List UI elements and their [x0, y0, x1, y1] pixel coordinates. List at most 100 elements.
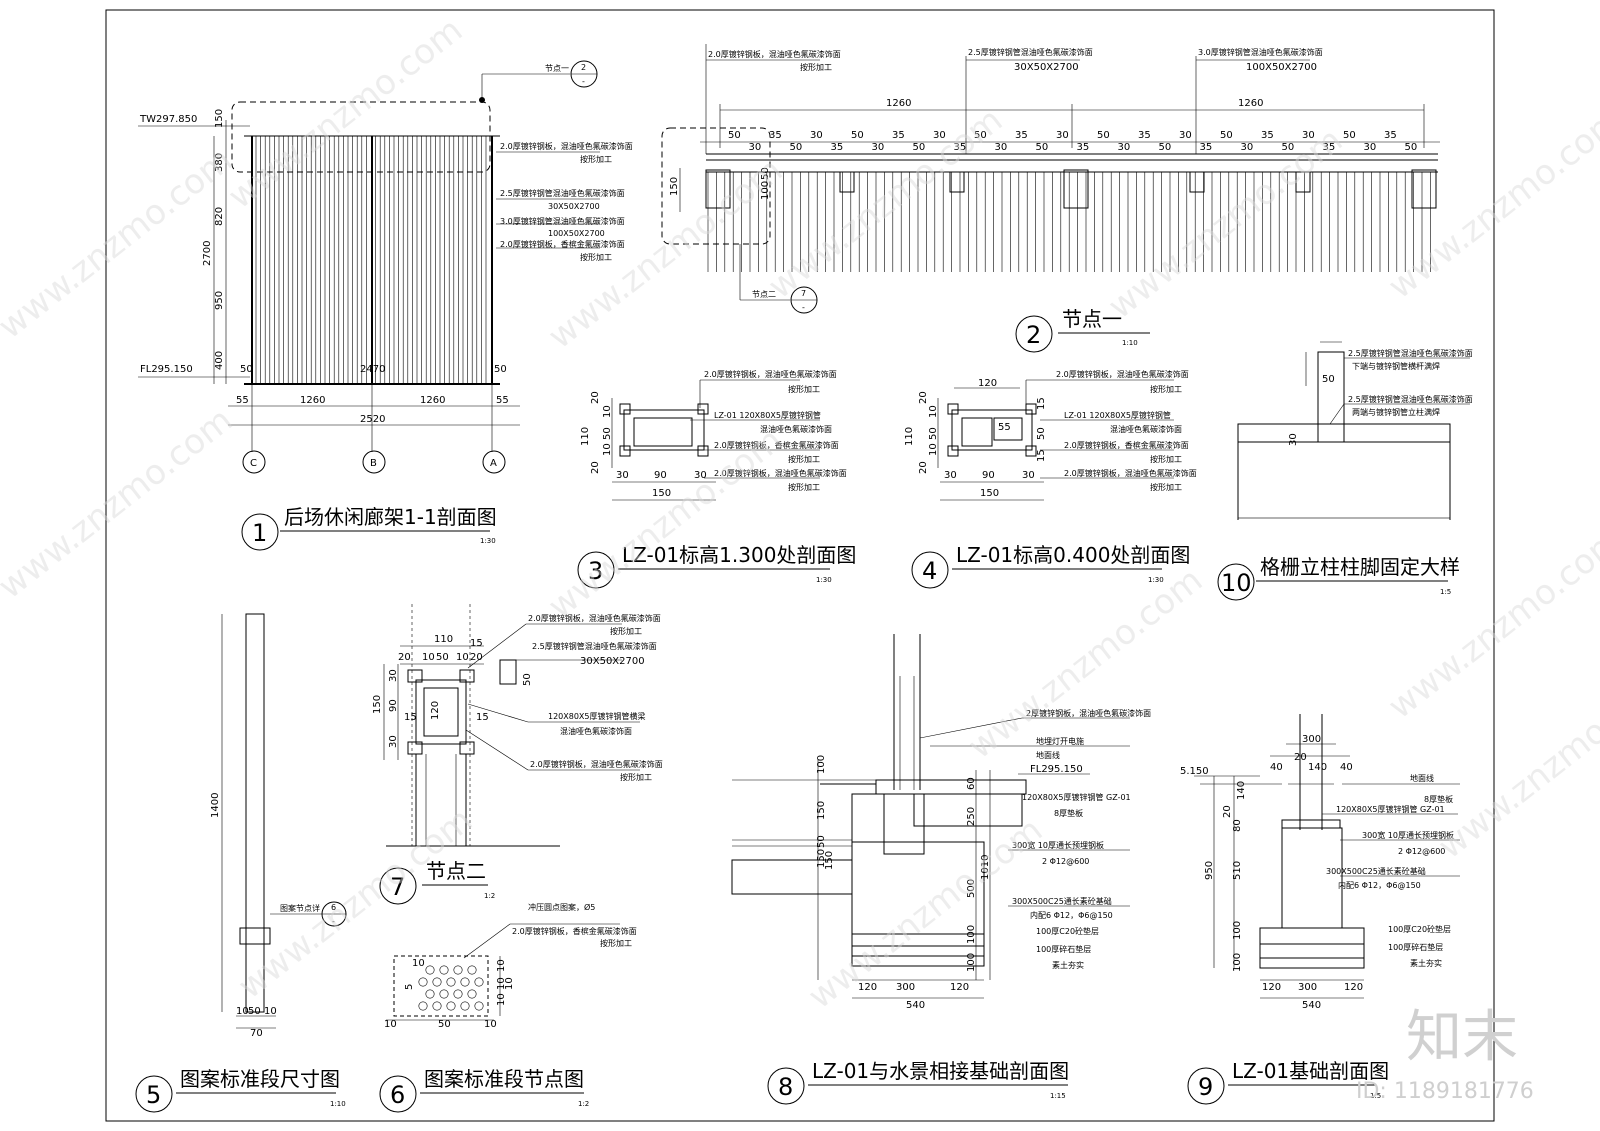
- slat-spacing-dim: 30: [1179, 130, 1192, 141]
- d7-note: 2.0厚镀锌钢板，混油哑色氟碳漆饰面: [528, 613, 661, 623]
- d1-elev-bottom: FL295.150: [140, 364, 193, 375]
- slat-spacing-dim: 30: [749, 142, 762, 153]
- d7-dim-v: 150: [372, 695, 383, 714]
- slat-bracket: [949, 171, 965, 193]
- d5-dim: 10: [236, 1006, 249, 1017]
- d9-elev: 5.150: [1180, 766, 1209, 777]
- d6-title-number: 6: [390, 1081, 405, 1109]
- d7-dim-v: 15: [476, 712, 489, 723]
- punched-dot: [474, 1001, 484, 1011]
- d9-dim-h: 300: [1298, 982, 1317, 993]
- d3-note: 2.0厚镀锌钢板，混油哑色氟碳漆饰面: [704, 369, 837, 379]
- watermark-text: www.znzmo.com: [541, 420, 790, 627]
- d9-dim-top: 20: [1294, 752, 1307, 763]
- d1-dim-h: 55: [496, 395, 509, 406]
- slat-spacing-dim: 35: [769, 130, 782, 141]
- d4-dim-h: 30: [1022, 470, 1035, 481]
- d1-scale: 1:30: [480, 537, 496, 545]
- slat-spacing-dim: 30: [1364, 142, 1377, 153]
- d1-title: 后场休闲廊架1-1剖面图: [284, 505, 497, 529]
- d3-dim-h: 150: [652, 488, 671, 499]
- d4-dim-h: 15: [1036, 449, 1047, 462]
- d1-note: 按形加工: [580, 252, 612, 262]
- d4-dim-v: 10: [928, 443, 939, 456]
- d8-dim-v: 150: [824, 851, 835, 870]
- d6-dot-pattern: [418, 965, 484, 1011]
- slat-spacing-dim: 50: [974, 130, 987, 141]
- punched-dot: [425, 989, 435, 999]
- d10-note: 下端与镀锌钢管横杆满焊: [1352, 361, 1440, 371]
- d2-slats: [707, 171, 1431, 272]
- slat-spacing-dim: 30: [1302, 130, 1315, 141]
- d9-dim-top: 140: [1308, 762, 1327, 773]
- watermark-text: www.znzmo.com: [541, 150, 790, 357]
- d1-note: 2.5厚镀锌钢管混油哑色氟碳漆饰面: [500, 188, 625, 198]
- detail-7-node-two: 110 20 10 50 10 20 30 90 30 150 15 120 1…: [372, 604, 663, 905]
- d4-note: 2.0厚镀锌钢板，香槟金氟碳漆饰面: [1064, 440, 1189, 450]
- d4-dim-h: 50: [1036, 427, 1047, 440]
- slat-spacing-dim: 30: [872, 142, 885, 153]
- d2-title-number: 2: [1026, 321, 1041, 349]
- d9-note: 内配6 Φ12，Φ6@150: [1338, 880, 1421, 890]
- slat-spacing-dim: 50: [1343, 130, 1356, 141]
- d3-scale: 1:30: [816, 576, 832, 584]
- d1-node-sheet: -: [582, 77, 585, 86]
- d3-note: 2.0厚镀锌钢板，香槟金氟碳漆饰面: [714, 440, 839, 450]
- d7-dim-h: 110: [434, 634, 453, 645]
- d7-dim-h: 20: [398, 652, 411, 663]
- d4-dim-v: 10: [928, 405, 939, 418]
- punched-dot: [439, 965, 449, 975]
- d5-ref-label: 图案节点详: [280, 903, 320, 913]
- watermark-text: www.znzmo.com: [221, 10, 470, 217]
- d8-dim-v: 100: [816, 755, 827, 774]
- d4-dim-h: 120: [978, 378, 997, 389]
- d1-title-number: 1: [252, 519, 267, 547]
- d2-node-ref: 7: [801, 289, 806, 298]
- d8-title-number: 8: [778, 1073, 793, 1101]
- punched-dot: [467, 989, 477, 999]
- d8-dim-v: 50: [816, 835, 827, 848]
- d10-note: 2.5厚镀锌钢管混油哑色氟碳漆饰面: [1348, 348, 1473, 358]
- d2-scale: 1:10: [1122, 339, 1138, 347]
- d2-dim: 1260: [886, 98, 911, 109]
- d8-note: 地面线: [1036, 750, 1060, 760]
- slat-spacing-dim: 35: [1200, 142, 1213, 153]
- d3-dim-v: 110: [580, 427, 591, 446]
- detail-9-foundation: 5.150 300 40 20 140 40 140 20 80 510 950…: [1180, 714, 1460, 1105]
- d7-dim-h: 50: [436, 652, 449, 663]
- d1-node-callout-box: [231, 101, 491, 173]
- slat-spacing-dim: 50: [1282, 142, 1295, 153]
- d5-dim: 1400: [210, 793, 221, 818]
- d8-title: LZ-01与水景相接基础剖面图: [812, 1059, 1069, 1083]
- d5-ref: 6: [331, 903, 336, 912]
- d3-dim-h: 30: [694, 470, 707, 481]
- detail-2-node: 1260 1260 503035503035503035503035503035…: [661, 44, 1440, 353]
- detail-8-foundation-water: 150 50 150 150 100 60 250 500 100 100 10…: [731, 634, 1151, 1105]
- d1-dim-v: 400: [214, 351, 225, 370]
- d6-note: 2.0厚镀锌钢板，香槟金氟碳漆饰面: [512, 926, 637, 936]
- d8-note: 2厚镀锌钢板，混油哑色氟碳漆饰面: [1026, 708, 1151, 718]
- slat-spacing-dim: 35: [831, 142, 844, 153]
- d8-scale: 1:15: [1050, 1092, 1066, 1100]
- d1-note: 按形加工: [580, 154, 612, 164]
- d3-note: 按形加工: [788, 454, 820, 464]
- d2-node-sheet: -: [802, 303, 805, 312]
- slat-spacing-dim: 50: [851, 130, 864, 141]
- d7-note: 按形加工: [610, 626, 642, 636]
- d5-title-number: 5: [146, 1081, 161, 1109]
- d2-small-dims: 5030355030355030355030355030355030355030…: [728, 130, 1417, 153]
- slat-bracket: [1189, 171, 1205, 193]
- slat-spacing-dim: 30: [1241, 142, 1254, 153]
- d2-dim: 1260: [1238, 98, 1263, 109]
- d10-dim: 30: [1288, 433, 1299, 446]
- d8-dim-v: 250: [966, 807, 977, 826]
- d3-note: LZ-01 120X80X5厚镀锌钢管: [714, 410, 821, 420]
- slat-spacing-dim: 50: [1405, 142, 1418, 153]
- d7-scale: 1:2: [484, 892, 495, 900]
- d4-dim-h: 90: [982, 470, 995, 481]
- slat-spacing-dim: 50: [1097, 130, 1110, 141]
- d8-dim-h: 300: [896, 982, 915, 993]
- d6-note: 按形加工: [600, 938, 632, 948]
- d2-note: 按形加工: [800, 62, 832, 72]
